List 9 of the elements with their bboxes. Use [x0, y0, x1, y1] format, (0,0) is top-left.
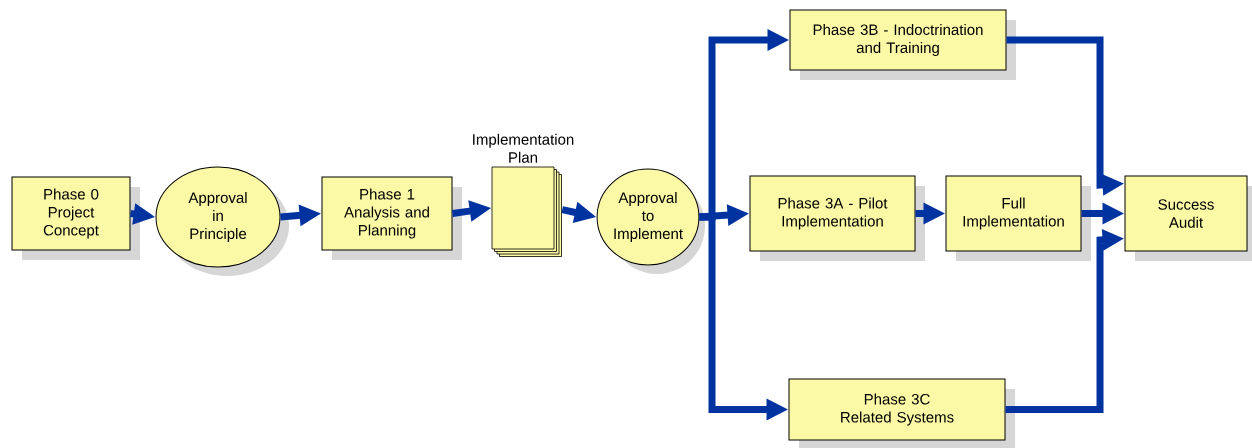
process-box: Full Implementation	[945, 175, 1091, 261]
process-box: Phase 3B - Indoctrination and Training	[789, 9, 1016, 80]
process-box: Phase 1 Analysis and Planning	[321, 176, 462, 260]
process-box: Phase 3C Related Systems	[788, 378, 1015, 448]
process-box: Phase 0 Project Concept	[11, 176, 140, 260]
process-box: Success Audit	[1124, 175, 1252, 261]
document-stack: Implementation Plan	[473, 133, 574, 257]
process-box: Phase 3A - Pilot Implementation	[749, 175, 925, 261]
node-label: Implementation Plan	[473, 133, 574, 163]
